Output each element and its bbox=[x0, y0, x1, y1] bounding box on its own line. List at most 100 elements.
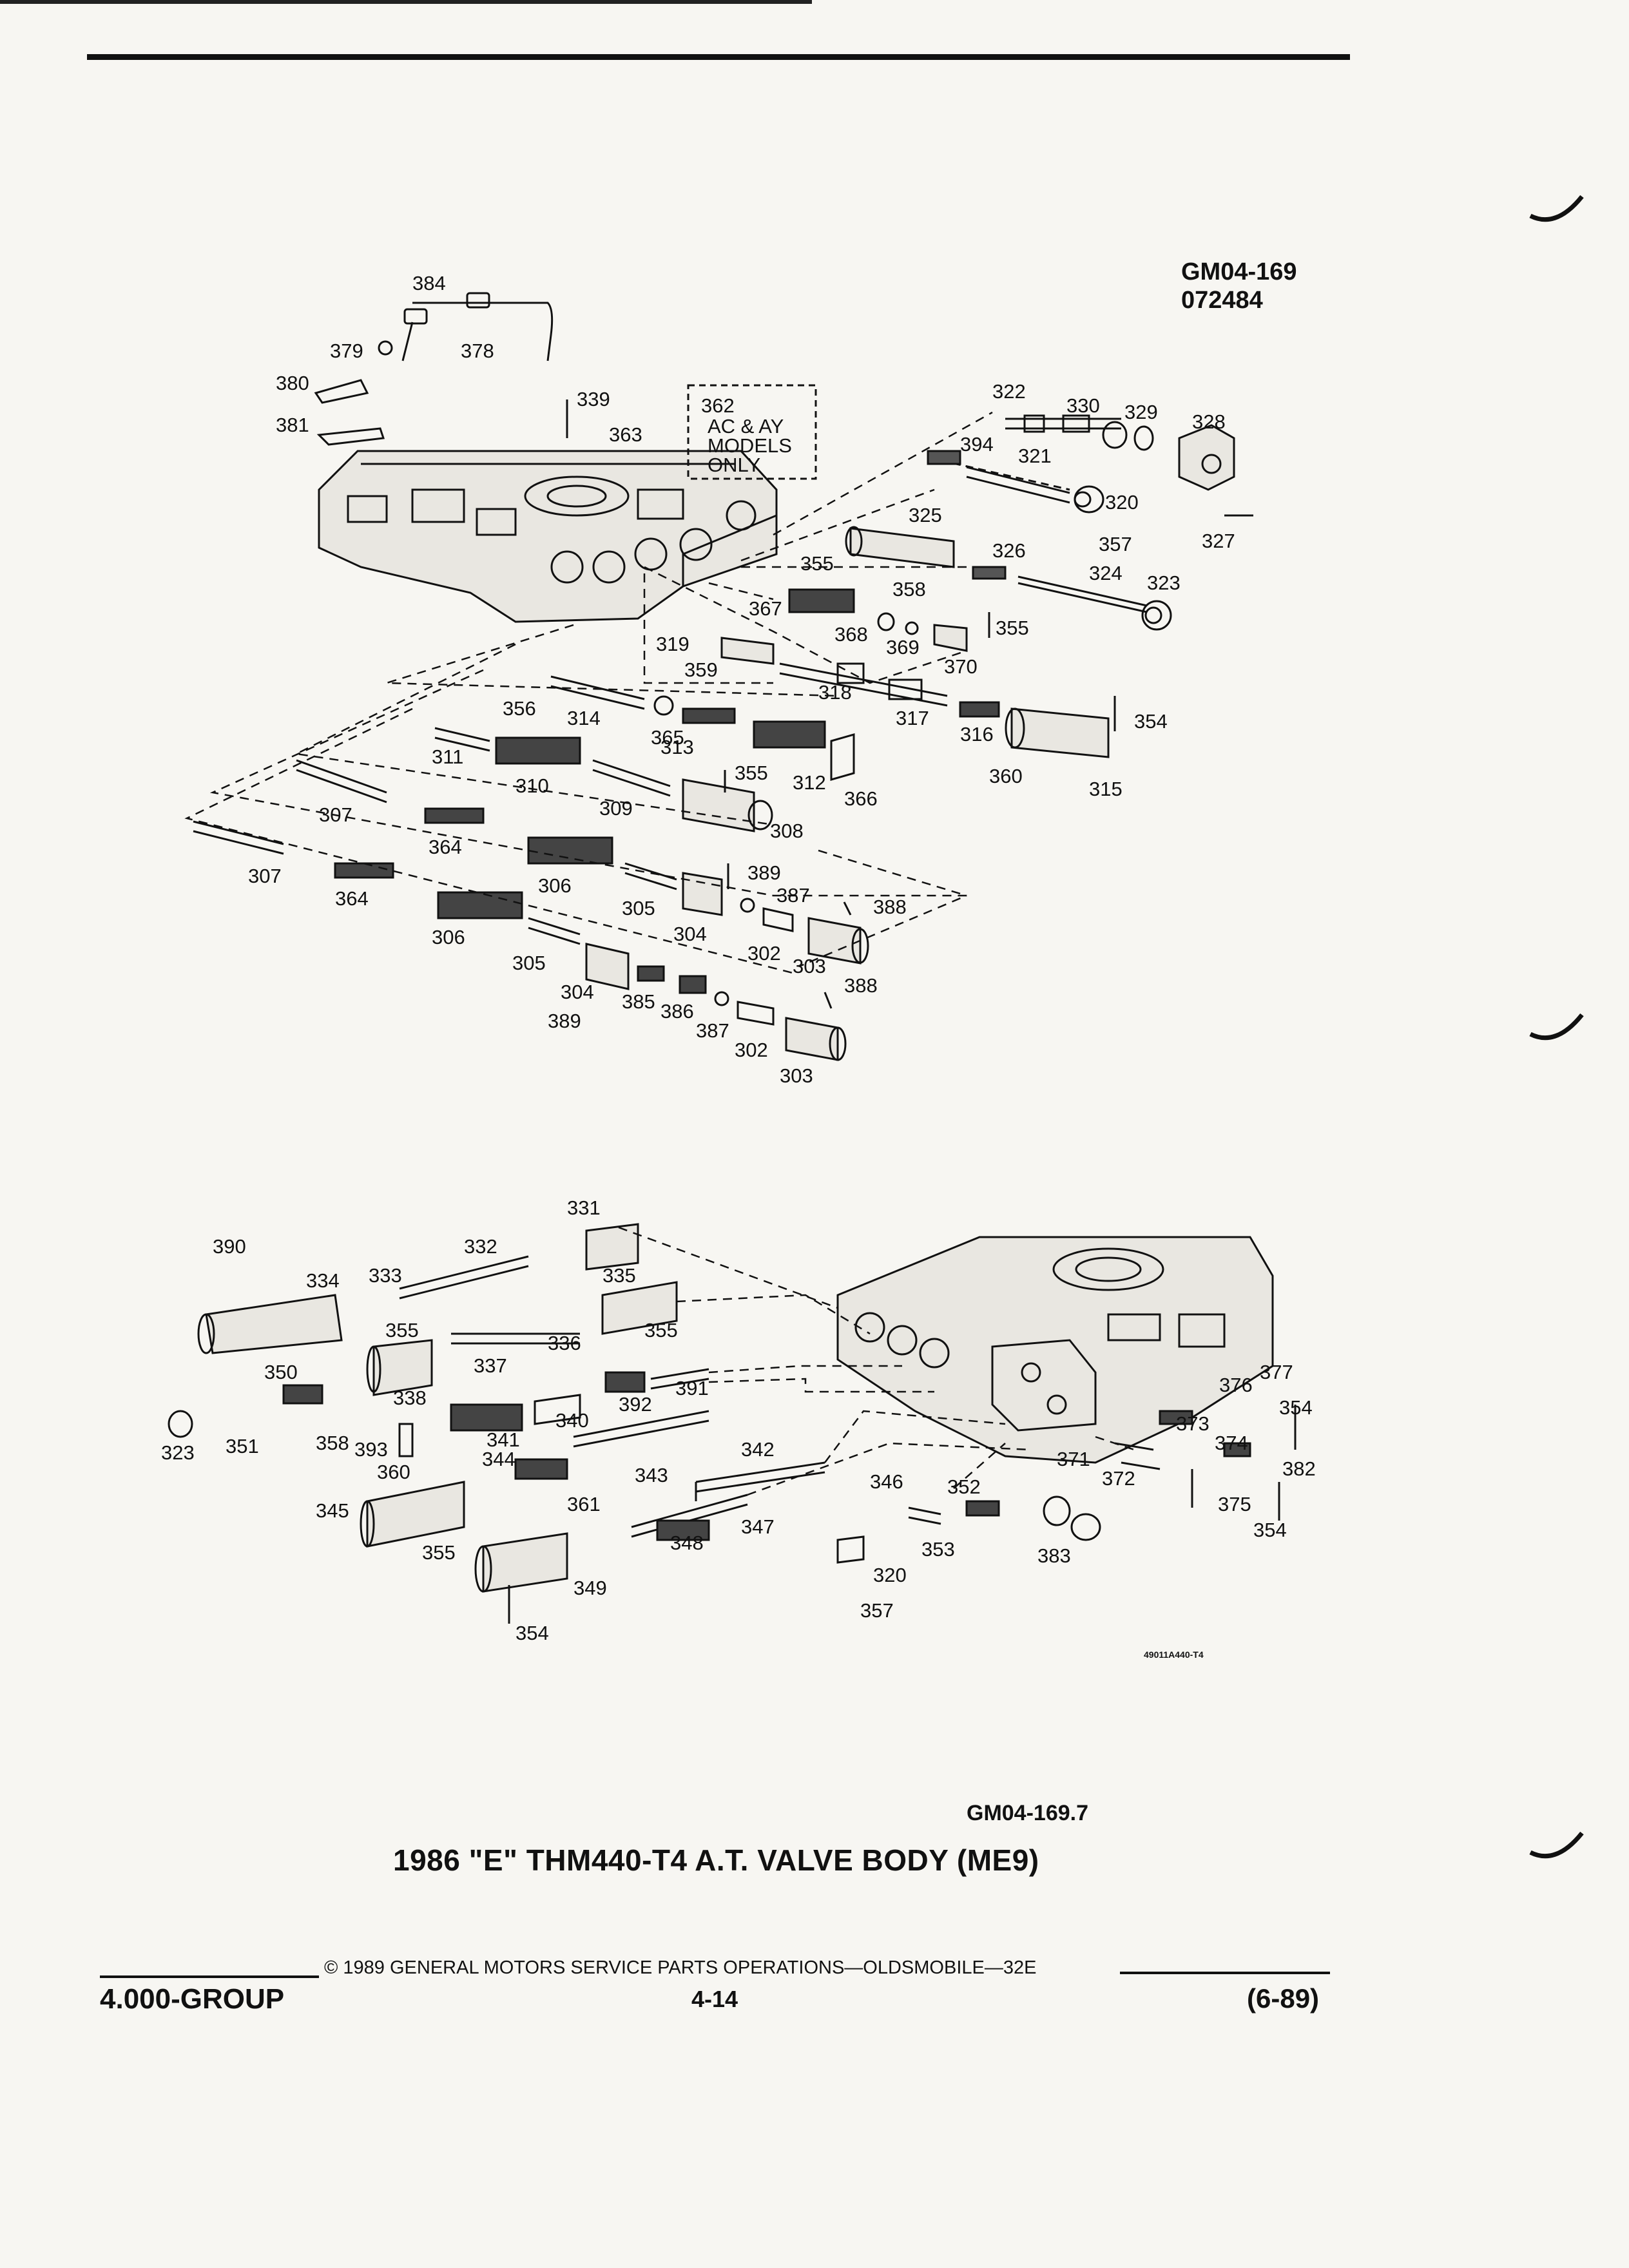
lower-valve-body-casting bbox=[836, 1236, 1274, 1464]
callout-line-3: ONLY bbox=[708, 454, 760, 476]
part-label: 328 bbox=[1192, 410, 1226, 433]
part-label: 357 bbox=[860, 1599, 894, 1622]
part-label: 329 bbox=[1124, 401, 1158, 423]
part-label: 307 bbox=[248, 865, 282, 887]
art-number: 49011A440-T4 bbox=[1144, 1649, 1204, 1660]
figure-code: GM04-169.7 bbox=[967, 1801, 1088, 1825]
parts-lower bbox=[168, 1223, 1296, 1624]
part-label: 387 bbox=[696, 1019, 729, 1042]
detent-spring-rod bbox=[412, 302, 554, 361]
part-label: 391 bbox=[675, 1377, 709, 1399]
part-label: 354 bbox=[1134, 710, 1168, 733]
part-label: 319 bbox=[656, 633, 689, 655]
part-label: 354 bbox=[1279, 1396, 1313, 1419]
part-label: 308 bbox=[770, 820, 804, 842]
part-label: 374 bbox=[1215, 1432, 1248, 1454]
part-label: 324 bbox=[1089, 562, 1123, 584]
parts-row-307-303-a bbox=[296, 759, 869, 965]
part-label: 323 bbox=[161, 1441, 195, 1464]
part-label: 373 bbox=[1176, 1412, 1210, 1435]
parts-row-325-323 bbox=[845, 526, 1172, 631]
part-label: 347 bbox=[741, 1515, 775, 1538]
part-label: 375 bbox=[1218, 1493, 1251, 1515]
part-label: 340 bbox=[555, 1409, 589, 1432]
part-label: 342 bbox=[741, 1438, 775, 1461]
part-label: 360 bbox=[377, 1461, 410, 1483]
part-label: 383 bbox=[1037, 1544, 1071, 1567]
parts-row-319-315 bbox=[720, 637, 1116, 758]
part-label: 394 bbox=[960, 433, 994, 456]
part-label: 355 bbox=[735, 762, 768, 784]
part-label: 335 bbox=[602, 1264, 636, 1287]
part-label: 352 bbox=[947, 1475, 981, 1498]
part-label: 388 bbox=[844, 974, 878, 997]
footer-rule-left bbox=[100, 1975, 319, 1978]
part-label: 323 bbox=[1147, 572, 1181, 594]
part-label: 321 bbox=[1018, 445, 1052, 467]
part-label: 369 bbox=[886, 636, 920, 658]
part-label: 354 bbox=[516, 1622, 549, 1644]
part-label: 361 bbox=[567, 1493, 601, 1515]
part-label: 377 bbox=[1260, 1361, 1293, 1383]
part-label: 318 bbox=[818, 681, 852, 704]
part-label: 384 bbox=[412, 272, 446, 294]
part-label: 354 bbox=[1253, 1519, 1287, 1541]
part-label: 302 bbox=[747, 942, 781, 965]
part-label: 387 bbox=[776, 884, 810, 907]
part-label: 339 bbox=[577, 388, 610, 410]
part-label: 372 bbox=[1102, 1467, 1135, 1490]
part-label: 358 bbox=[892, 578, 926, 601]
part-label: 385 bbox=[622, 990, 655, 1013]
part-label: 345 bbox=[316, 1499, 349, 1522]
part-label: 353 bbox=[921, 1538, 955, 1561]
part-label: 350 bbox=[264, 1361, 298, 1383]
part-label: 349 bbox=[574, 1577, 607, 1599]
figure-id: GM04-169 bbox=[1181, 258, 1297, 285]
part-label: 370 bbox=[944, 655, 978, 678]
part-label: 382 bbox=[1282, 1457, 1316, 1480]
part-label: 326 bbox=[992, 539, 1026, 562]
part-label: 332 bbox=[464, 1235, 497, 1258]
part-label: 320 bbox=[873, 1564, 907, 1586]
part-label: 302 bbox=[735, 1039, 768, 1061]
group-label: 4.000-GROUP bbox=[100, 1983, 285, 2015]
part-label: 355 bbox=[996, 617, 1029, 639]
part-label: 378 bbox=[461, 340, 494, 362]
part-label: 392 bbox=[619, 1393, 652, 1416]
part-label: 355 bbox=[800, 552, 834, 575]
part-label: 310 bbox=[516, 774, 549, 797]
part-label: 371 bbox=[1057, 1448, 1090, 1470]
part-label: 306 bbox=[538, 874, 572, 897]
part-label: 389 bbox=[548, 1010, 581, 1032]
callout-box bbox=[687, 384, 817, 480]
callout-line-2: MODELS bbox=[708, 434, 792, 457]
page-number: 4-14 bbox=[691, 1986, 738, 2012]
part-label: 380 bbox=[276, 372, 309, 394]
part-label: 334 bbox=[306, 1269, 340, 1292]
figure-title: 1986 "E" THM440-T4 A.T. VALVE BODY (ME9) bbox=[393, 1843, 1039, 1877]
part-label: 333 bbox=[369, 1264, 402, 1287]
part-label: 358 bbox=[316, 1432, 349, 1454]
part-label: 355 bbox=[644, 1319, 678, 1341]
part-label: 351 bbox=[226, 1435, 259, 1457]
part-label: 366 bbox=[844, 787, 878, 810]
part-label: 341 bbox=[487, 1428, 520, 1451]
part-label: 379 bbox=[330, 340, 363, 362]
parts-row-307-303-b bbox=[193, 820, 847, 1061]
part-label: 368 bbox=[834, 623, 868, 646]
figure-id-block: GM04-169 072484 bbox=[1181, 258, 1297, 314]
part-label: 331 bbox=[567, 1196, 601, 1219]
part-label: 356 bbox=[503, 697, 536, 720]
part-label: 359 bbox=[684, 658, 718, 681]
part-label: 327 bbox=[1202, 530, 1235, 552]
binder-ring-mark-top bbox=[1529, 195, 1584, 222]
part-label: 389 bbox=[747, 861, 781, 884]
footer-copyright: © 1989 GENERAL MOTORS SERVICE PARTS OPER… bbox=[324, 1957, 1037, 1978]
part-label: 303 bbox=[780, 1064, 813, 1087]
part-label: 344 bbox=[482, 1448, 516, 1470]
part-label: 363 bbox=[609, 423, 642, 446]
part-label: 305 bbox=[512, 952, 546, 974]
callout-number: 362 bbox=[701, 394, 735, 417]
